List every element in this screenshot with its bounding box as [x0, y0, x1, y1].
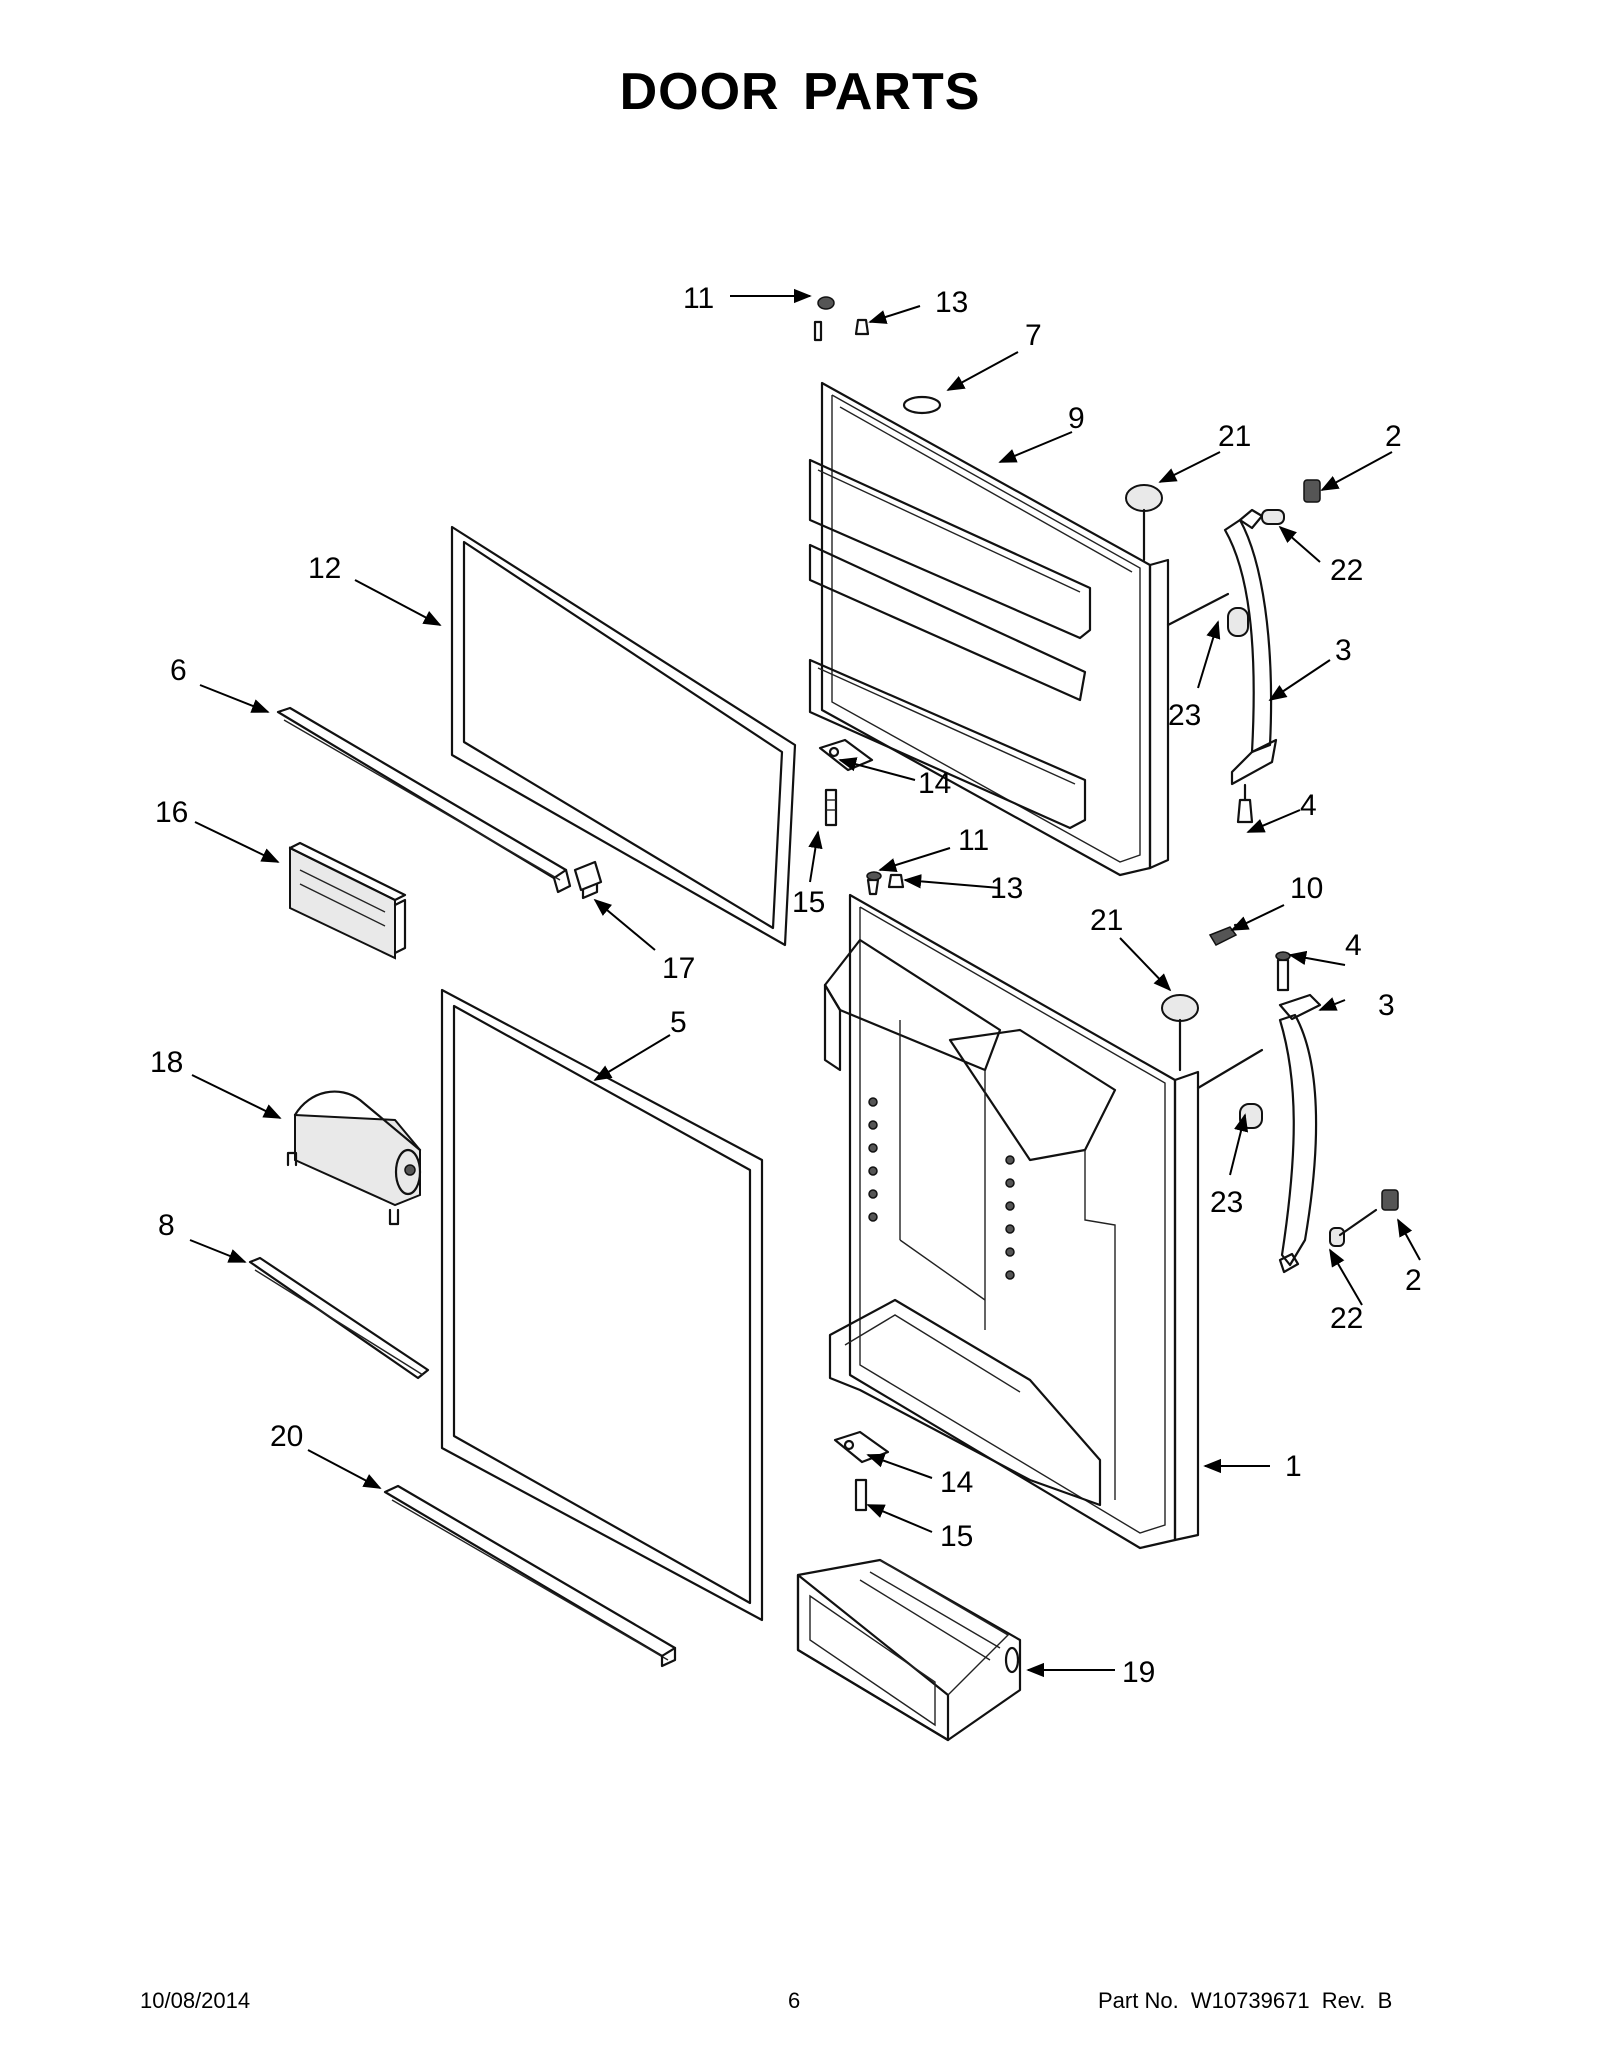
callout-1: 1 — [1285, 1450, 1302, 1483]
footer-page-number: 6 — [788, 1988, 801, 2013]
lower-hinge — [1239, 951, 1399, 1274]
callout-12: 12 — [308, 552, 341, 585]
callout-2: 2 — [1385, 420, 1402, 453]
dairy-door — [288, 841, 407, 960]
callout-leaders — [189, 288, 1421, 1678]
callout-3: 3 — [1335, 634, 1352, 667]
callout-20: 20 — [270, 1420, 303, 1453]
callout-7: 7 — [1025, 319, 1042, 352]
callout-8: 8 — [158, 1209, 175, 1242]
callout-16: 16 — [155, 796, 188, 829]
fresh-food-trim-strip — [383, 1484, 677, 1668]
callout-labels: 11 13 7 9 21 2 22 12 3 6 23 14 4 16 15 1… — [150, 282, 1422, 1689]
fresh-food-lower-bracket — [833, 1430, 890, 1512]
freezer-door-hardware — [813, 296, 1230, 627]
callout-9: 9 — [1068, 402, 1085, 435]
callout-14: 14 — [918, 767, 951, 800]
callout-2: 2 — [1405, 1264, 1422, 1297]
callout-6: 6 — [170, 654, 187, 687]
fresh-food-door-gasket — [440, 988, 764, 1622]
callout-22: 22 — [1330, 1302, 1363, 1335]
callout-13: 13 — [990, 872, 1023, 905]
upper-hinge — [1223, 479, 1321, 824]
callout-5: 5 — [670, 1006, 687, 1039]
fresh-food-door-hardware — [866, 871, 1264, 1090]
callout-10: 10 — [1290, 872, 1323, 905]
callout-23: 23 — [1210, 1186, 1243, 1219]
callout-17: 17 — [662, 952, 695, 985]
callout-22: 22 — [1330, 554, 1363, 587]
callout-21: 21 — [1218, 420, 1251, 453]
fresh-food-door-dots — [868, 1097, 1015, 1280]
callout-19: 19 — [1122, 1656, 1155, 1689]
callout-15: 15 — [940, 1520, 973, 1553]
freezer-door-liner — [808, 381, 1170, 877]
callout-15: 15 — [792, 886, 825, 919]
footer-date: 10/08/2014 — [140, 1988, 251, 2013]
dairy-bin — [286, 1090, 422, 1226]
callout-11: 11 — [958, 824, 989, 857]
freezer-trim-strip — [276, 706, 572, 894]
callout-21: 21 — [1090, 904, 1123, 937]
trim-clip — [573, 860, 603, 900]
callout-23: 23 — [1168, 699, 1201, 732]
dairy-trim-strip — [248, 1256, 430, 1380]
callout-13: 13 — [935, 286, 968, 319]
callout-18: 18 — [150, 1046, 183, 1079]
page-title: DOOR PARTS — [619, 63, 981, 121]
callout-14: 14 — [940, 1466, 973, 1499]
callout-4: 4 — [1300, 789, 1317, 822]
fresh-food-door — [823, 893, 1200, 1550]
callout-4: 4 — [1345, 929, 1362, 962]
callout-3: 3 — [1378, 989, 1395, 1022]
door-bin — [796, 1558, 1022, 1742]
freezer-door-gasket — [450, 525, 797, 947]
freezer-hinge-bracket — [818, 738, 874, 827]
callout-11: 11 — [683, 282, 714, 315]
footer-part-number: Part No. W10739671 Rev. B — [1098, 1988, 1393, 2013]
